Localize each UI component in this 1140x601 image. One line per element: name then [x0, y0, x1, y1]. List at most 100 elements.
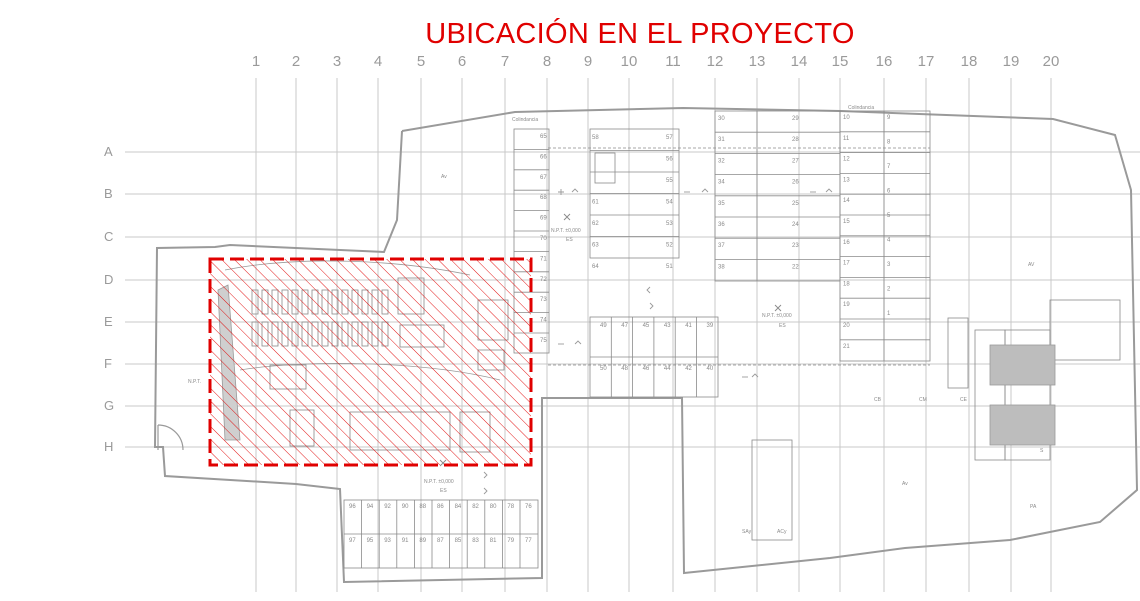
parking-stall-number: 34: [718, 180, 725, 186]
plan-labels: Colindancia Colindancia Av AV Av N.P.T. …: [188, 105, 1044, 535]
cb-label: CB: [874, 397, 882, 403]
grid-column-label: 20: [1043, 53, 1060, 70]
grid-column-label: 4: [374, 53, 382, 70]
parking-stall-number: 14: [843, 198, 850, 204]
parking-stall-number: 12: [843, 157, 850, 163]
grid-column-label: 8: [543, 53, 551, 70]
grid-row-label: E: [104, 314, 113, 329]
av-label-right: AV: [1028, 262, 1035, 268]
parking-stall-number: 11: [843, 136, 850, 142]
parking-stall-number: 91: [402, 538, 409, 544]
parking-stall-number: 21: [843, 344, 850, 350]
parking-stall-number: 67: [540, 175, 547, 181]
grid-column-label: 3: [333, 53, 341, 70]
parking-stall-number: 48: [621, 366, 628, 372]
acy-label: ACy: [777, 529, 787, 535]
page-title: UBICACIÓN EN EL PROYECTO: [425, 18, 855, 50]
parking-stall-number: 28: [792, 137, 799, 143]
parking-stall-number: 53: [666, 221, 673, 227]
parking-stall-number: 94: [367, 504, 374, 510]
grid-row-label: A: [104, 144, 113, 159]
parking-stall-number: 35: [718, 201, 725, 207]
npt-label-mid: N.P.T. ±0,000: [762, 313, 792, 319]
parking-stall-number: 19: [843, 302, 850, 308]
parking-stall-number: 30: [718, 116, 725, 122]
parking-stall-number: 81: [490, 538, 497, 544]
parking-stall-number: 92: [384, 504, 391, 510]
parking-stall-number: 46: [643, 366, 650, 372]
parking-stall-number: 88: [419, 504, 426, 510]
parking-stall-number: 8: [887, 140, 891, 146]
grid-column-label: 1: [252, 53, 260, 70]
es-label-mid: ES: [779, 323, 786, 329]
grid-column-label: 2: [292, 53, 300, 70]
colindancia-label-left: Colindancia: [512, 117, 538, 123]
pa-label: PA: [1030, 504, 1037, 510]
grid-row-label: F: [104, 356, 112, 371]
grid-column-label: 7: [501, 53, 509, 70]
parking-stall-number: 61: [592, 200, 599, 206]
grid-row-label: H: [104, 439, 113, 454]
parking-stall-number: 2: [887, 287, 891, 293]
parking-stall-number: 85: [455, 538, 462, 544]
parking-stall-number: 82: [472, 504, 479, 510]
parking-stall-number: 74: [540, 318, 547, 324]
parking-stall-number: 25: [792, 201, 799, 207]
grid-row-label: G: [104, 398, 114, 413]
parking-stall-number: 54: [666, 200, 673, 206]
parking-stall-number: 1: [887, 311, 891, 317]
es-label-bottom: ES: [440, 488, 447, 494]
parking-stall-number: 41: [685, 323, 692, 329]
parking-stall-number: 62: [592, 221, 599, 227]
parking-stall-number: 51: [666, 264, 673, 270]
parking-stall-number: 23: [792, 243, 799, 249]
parking-stall-number: 36: [718, 222, 725, 228]
parking-stall-number: 71: [540, 256, 547, 262]
npt-label-bottom: N.P.T. ±0,000: [424, 479, 454, 485]
parking-stall-number: 64: [592, 264, 599, 270]
grid-column-label: 10: [621, 53, 638, 70]
parking-stall-number: 29: [792, 116, 799, 122]
parking-stall-number: 39: [707, 323, 714, 329]
grid-column-label: 13: [749, 53, 766, 70]
parking-stall-number: 83: [472, 538, 479, 544]
parking-stall-number: 93: [384, 538, 391, 544]
parking-stall-number: 87: [437, 538, 444, 544]
cm-label: CM: [919, 397, 927, 403]
parking-stall-number: 7: [887, 164, 891, 170]
parking-stall-number: 20: [843, 323, 850, 329]
grid-column-label: 18: [961, 53, 978, 70]
parking-stall-number: 17: [843, 261, 850, 267]
grid-column-label: 9: [584, 53, 592, 70]
s-label: S: [1040, 448, 1044, 454]
parking-stall-number: 63: [592, 243, 599, 249]
ce-label: CE: [960, 397, 968, 403]
colindancia-label-right: Colindancia: [848, 105, 874, 111]
grid-column-label: 6: [458, 53, 466, 70]
parking-stall-number: 69: [540, 216, 547, 222]
parking-stall-number: 89: [419, 538, 426, 544]
grid-row-label: D: [104, 272, 113, 287]
parking-stall-number: 40: [707, 366, 714, 372]
parking-stall-number: 6: [887, 189, 891, 195]
parking-stall-number: 18: [843, 281, 850, 287]
parking-stall-number: 57: [666, 135, 673, 141]
parking-stalls: [343, 110, 1121, 569]
grid-row-label: C: [104, 229, 113, 244]
parking-stall-number: 66: [540, 154, 547, 160]
grid-column-label: 15: [832, 53, 849, 70]
grid-column-label: 14: [791, 53, 808, 70]
parking-stall-number: 56: [666, 157, 673, 163]
door-arc-left: [157, 424, 184, 451]
parking-stall-number: 58: [592, 135, 599, 141]
grid-column-label: 16: [876, 53, 893, 70]
building-outline: [153, 106, 1139, 584]
say-label: SAy: [742, 529, 752, 535]
parking-stall-number: 26: [792, 180, 799, 186]
es-label-main: ES: [566, 237, 573, 243]
parking-stall-number: 32: [718, 158, 725, 164]
parking-stall-number: 70: [540, 236, 547, 242]
npt-label-main: N.P.T. ±0,000: [551, 228, 581, 234]
parking-stall-number: 47: [621, 323, 628, 329]
